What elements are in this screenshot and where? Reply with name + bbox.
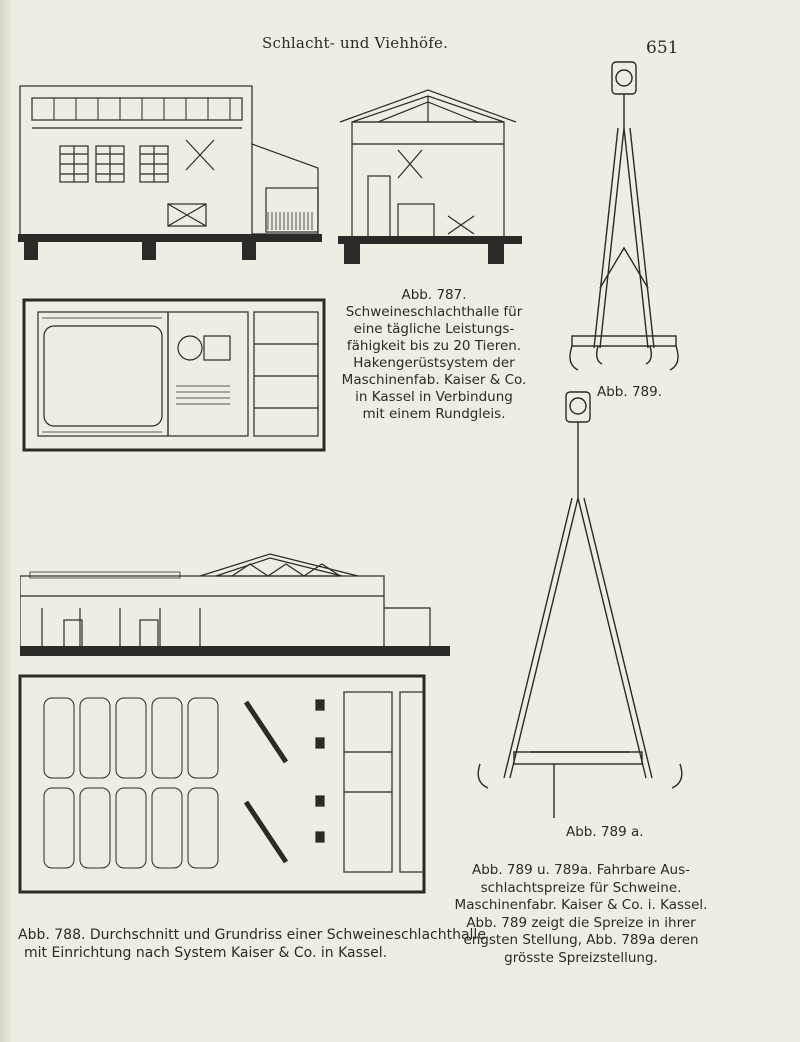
fig787-caption-line: Maschinenfab. Kaiser & Co. [341,372,527,388]
fig789-caption-line: Maschinenfabr. Kaiser & Co. i. Kassel. [454,897,708,913]
fig787-caption-line: Schweineschlachthalle für [345,304,523,320]
fig787-long-section-drawing [18,84,338,269]
fig787-caption-line: mit einem Rundgleis. [362,406,506,422]
page-number: 651 [646,38,679,58]
fig789a-label: Abb. 789 a. [566,824,644,840]
fig788-section-drawing [20,548,450,666]
fig789-label: Abb. 789. [597,384,663,400]
fig789-caption-line: grösste Spreizstellung. [504,949,658,966]
fig787-caption-line: in Kassel in Verbindung [355,389,513,405]
fig787-cross-section-drawing [338,86,522,268]
fig788-floor-plan-drawing [14,672,454,916]
fig788-caption: Abb. 788. Durchschnitt und Grundriss ein… [18,926,486,962]
fig788-caption-line: mit Einrichtung nach System Kaiser & Co.… [24,945,388,961]
fig787-caption-line: fähigkeit bis zu 20 Tieren. [346,338,522,354]
fig789-caption: Abb. 789 u. 789a. Fahrbare Aus- schlacht… [452,862,710,967]
fig789-caption-line: schlachtspreize für Schweine. [480,879,682,896]
fig789-caption-line: Abb. 789 zeigt die Spreize in ihrer [466,914,696,931]
fig787-caption-line: Hakengerüstsystem der [353,355,515,371]
fig789-caption-line: engsten Stellung, Abb. 789a deren [463,932,699,948]
fig787-caption-line: Abb. 787. [401,287,467,303]
fig788-caption-line: Abb. 788. Durchschnitt und Grundriss ein… [18,927,486,943]
page-edge-shadow [0,0,14,1042]
fig787-caption: Abb. 787. Schweineschlachthalle für eine… [340,287,528,423]
running-head: Schlacht- und Viehhöfe. [262,34,449,52]
fig787-caption-line: eine tägliche Leistungs- [353,321,515,337]
fig789a-spreader-wide-drawing [470,388,690,820]
fig787-floor-plan-drawing [18,296,330,458]
fig789-spreader-narrow-drawing [564,58,684,382]
fig789-caption-line: Abb. 789 u. 789a. Fahrbare Aus- [471,862,691,878]
page-header: Schlacht- und Viehhöfe. 651 [0,34,800,64]
